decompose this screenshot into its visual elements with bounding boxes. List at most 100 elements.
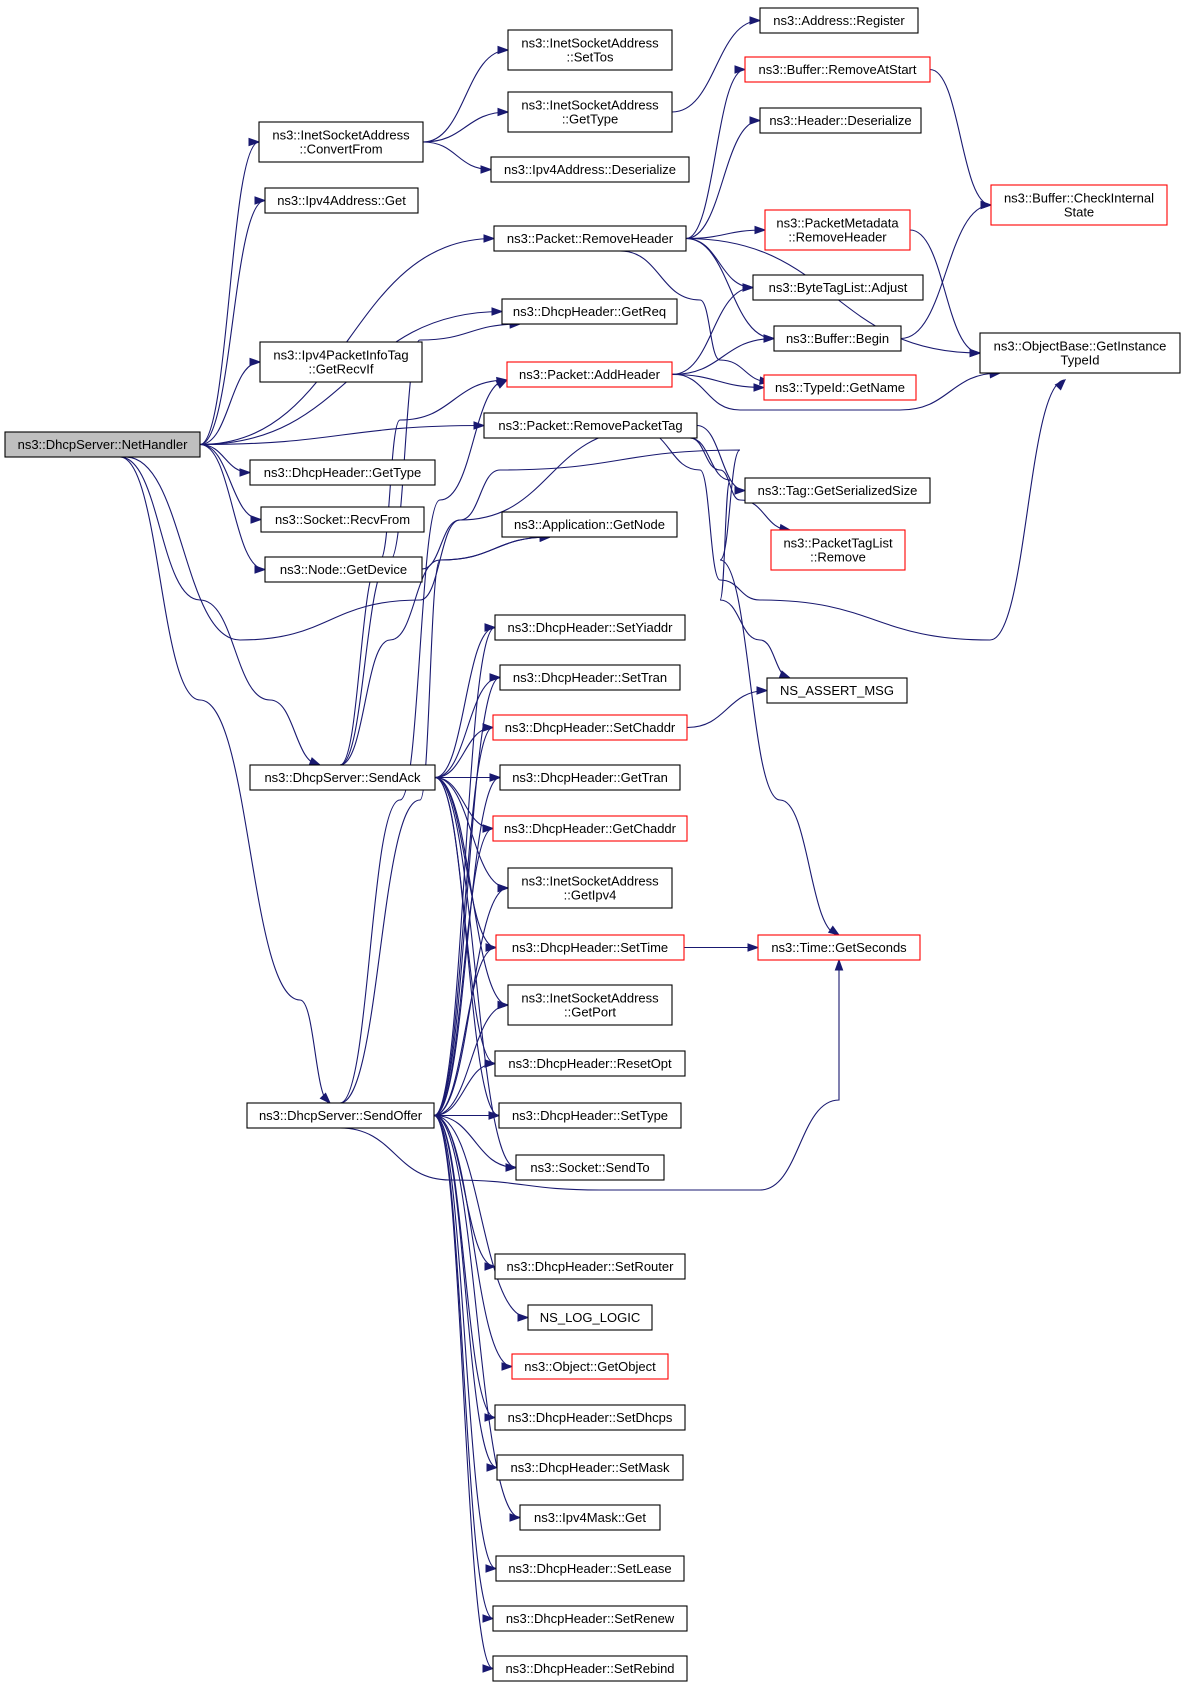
edge-n1-to-n2 <box>422 49 509 143</box>
node-ipv4packetinfotag-getrecvif[interactable]: ns3::Ipv4PacketInfoTag::GetRecvIf <box>259 341 423 383</box>
node-packet-removepackettag[interactable]: ns3::Packet::RemovePacketTag <box>483 412 698 439</box>
node-socket-sendto[interactable]: ns3::Socket::SendTo <box>515 1154 665 1181</box>
node-label: ns3::DhcpHeader::SetType <box>512 1108 668 1123</box>
node-box <box>506 361 673 388</box>
node-box <box>492 1655 688 1682</box>
node-header-deserialize[interactable]: ns3::Header::Deserialize <box>759 107 922 134</box>
node-node-getdevice[interactable]: ns3::Node::GetDevice <box>264 556 423 583</box>
node-buffer-removeatstart[interactable]: ns3::Buffer::RemoveAtStart <box>744 56 931 83</box>
edge-n0-to-n30-arrowhead <box>308 757 322 766</box>
node-dhcpserver-nethandler[interactable]: ns3::DhcpServer::NetHandler <box>4 431 201 458</box>
node-dhcpheader-getchaddr[interactable]: ns3::DhcpHeader::GetChaddr <box>492 815 688 842</box>
node-dhcpheader-setchaddr[interactable]: ns3::DhcpHeader::SetChaddr <box>492 714 688 741</box>
node-dhcpheader-gettran[interactable]: ns3::DhcpHeader::GetTran <box>499 764 681 791</box>
node-dhcpserver-sendack[interactable]: ns3::DhcpServer::SendAck <box>249 764 436 791</box>
node-label: ns3::DhcpHeader::SetRouter <box>507 1259 675 1274</box>
edge-n38-to-n39-arrowhead <box>488 1111 501 1120</box>
node-box <box>496 1454 684 1481</box>
edge-n38-to-n31-arrowhead <box>489 773 502 782</box>
node-label: ns3::TypeId::GetName <box>775 380 905 395</box>
node-dhcpheader-setyiaddr[interactable]: ns3::DhcpHeader::SetYiaddr <box>494 614 686 641</box>
edge-n0-to-n17-arrowhead <box>249 357 262 367</box>
node-dhcpheader-settype[interactable]: ns3::DhcpHeader::SetType <box>498 1102 682 1129</box>
edge-n7-to-n15 <box>619 250 771 383</box>
node-label: ns3::Tag::GetSerializedSize <box>758 483 918 498</box>
node-tag-getserializedsize[interactable]: ns3::Tag::GetSerializedSize <box>744 477 931 504</box>
node-dhcpheader-setrouter[interactable]: ns3::DhcpHeader::SetRouter <box>494 1253 686 1280</box>
edge-n38-to-n32-arrowhead <box>482 824 495 833</box>
node-object-getobject[interactable]: ns3::Object::GetObject <box>511 1353 669 1380</box>
node-inetsocketaddress-getipv4[interactable]: ns3::InetSocketAddress::GetIpv4 <box>507 867 673 909</box>
edge-n38-to-n26-arrowhead <box>484 623 497 632</box>
node-dhcpheader-settime[interactable]: ns3::DhcpHeader::SetTime <box>495 934 685 961</box>
edge-n38-to-n49-arrowhead <box>482 1664 495 1673</box>
node-box <box>766 677 908 704</box>
node-box <box>515 1154 665 1181</box>
node-label: NS_LOG_LOGIC <box>540 1310 640 1325</box>
node-dhcpheader-setmask[interactable]: ns3::DhcpHeader::SetMask <box>496 1454 684 1481</box>
node-label: ::Remove <box>810 550 866 565</box>
node-dhcpheader-setdhcps[interactable]: ns3::DhcpHeader::SetDhcps <box>494 1404 686 1431</box>
edge-n38-to-n18-arrowhead <box>495 379 509 389</box>
node-dhcpheader-setrenew[interactable]: ns3::DhcpHeader::SetRenew <box>492 1605 688 1632</box>
node-label: ns3::DhcpHeader::SetMask <box>511 1460 670 1475</box>
node-ns-log-logic[interactable]: NS_LOG_LOGIC <box>527 1304 653 1331</box>
node-label: ::GetPort <box>564 1005 616 1020</box>
edge-n38-to-n43 <box>433 1114 513 1368</box>
node-box <box>483 412 698 439</box>
edge-n0-to-n6-arrowhead <box>254 196 267 205</box>
node-dhcpheader-getreq[interactable]: ns3::DhcpHeader::GetReq <box>501 298 678 325</box>
node-dhcpheader-setrebind[interactable]: ns3::DhcpHeader::SetRebind <box>492 1655 688 1682</box>
edge-n3-to-n4-arrowhead <box>749 16 762 25</box>
node-inetsocketaddress-getport[interactable]: ns3::InetSocketAddress::GetPort <box>507 984 673 1026</box>
node-packet-addheader[interactable]: ns3::Packet::AddHeader <box>506 361 673 388</box>
node-packet-removeheader[interactable]: ns3::Packet::RemoveHeader <box>493 225 687 252</box>
node-box <box>511 1353 669 1380</box>
node-dhcpheader-resetopt[interactable]: ns3::DhcpHeader::ResetOpt <box>494 1050 686 1077</box>
node-ns-assert-msg[interactable]: NS_ASSERT_MSG <box>766 677 908 704</box>
node-bytetaglist-adjust[interactable]: ns3::ByteTagList::Adjust <box>752 274 924 301</box>
node-packetmetadata-removeheader[interactable]: ns3::PacketMetadata::RemoveHeader <box>764 209 911 251</box>
node-label: ns3::InetSocketAddress <box>521 98 659 113</box>
edge-n0-to-n24-arrowhead <box>254 565 267 574</box>
edge-n38-to-n46-arrowhead <box>509 1513 522 1522</box>
node-box <box>258 121 424 163</box>
edge-n0-to-n6 <box>199 199 266 446</box>
edge-n38-to-n48-arrowhead <box>482 1614 495 1623</box>
node-inetsocketaddress-convertfrom[interactable]: ns3::InetSocketAddress::ConvertFrom <box>258 121 424 163</box>
node-label: ::GetIpv4 <box>564 888 617 903</box>
node-time-getseconds[interactable]: ns3::Time::GetSeconds <box>757 934 921 961</box>
node-box <box>507 984 673 1026</box>
edge-n11-to-n12-arrowhead <box>969 348 982 358</box>
edge-n0-to-n12-arrowhead <box>1054 378 1067 391</box>
node-inetsocketaddress-gettype[interactable]: ns3::InetSocketAddress::GetType <box>507 91 673 133</box>
node-dhcpheader-settran[interactable]: ns3::DhcpHeader::SetTran <box>499 664 681 691</box>
node-dhcpheader-gettype[interactable]: ns3::DhcpHeader::GetType <box>249 459 436 486</box>
node-ipv4mask-get[interactable]: ns3::Ipv4Mask::Get <box>519 1504 661 1531</box>
node-label: ns3::DhcpHeader::GetChaddr <box>504 821 677 836</box>
node-box <box>259 341 423 383</box>
edge-n0-to-n30 <box>119 456 321 766</box>
edge-n38-to-n46 <box>433 1114 521 1519</box>
node-box <box>246 1102 435 1129</box>
node-label: ns3::Node::GetDevice <box>280 562 407 577</box>
node-label: ::GetRecvIf <box>308 362 373 377</box>
node-ipv4address-deserialize[interactable]: ns3::Ipv4Address::Deserialize <box>490 156 690 183</box>
node-buffer-begin[interactable]: ns3::Buffer::Begin <box>773 325 902 352</box>
node-dhcpserver-sendoffer[interactable]: ns3::DhcpServer::SendOffer <box>246 1102 435 1129</box>
node-ipv4address-get[interactable]: ns3::Ipv4Address::Get <box>264 187 419 214</box>
node-typeid-getname[interactable]: ns3::TypeId::GetName <box>763 374 917 401</box>
node-packettaglist-remove[interactable]: ns3::PacketTagList::Remove <box>770 529 906 571</box>
edge-n7-to-n8-arrowhead <box>734 65 747 74</box>
node-box <box>744 56 931 83</box>
node-inetsocketaddress-settos[interactable]: ns3::InetSocketAddress::SetTos <box>507 29 673 71</box>
node-dhcpheader-setlease[interactable]: ns3::DhcpHeader::SetLease <box>495 1555 685 1582</box>
edge-n30-to-n16 <box>339 323 521 766</box>
node-box <box>507 867 673 909</box>
node-box <box>744 477 931 504</box>
node-application-getnode[interactable]: ns3::Application::GetNode <box>501 511 678 538</box>
node-address-register[interactable]: ns3::Address::Register <box>759 7 919 34</box>
node-socket-recvfrom[interactable]: ns3::Socket::RecvFrom <box>260 506 425 533</box>
